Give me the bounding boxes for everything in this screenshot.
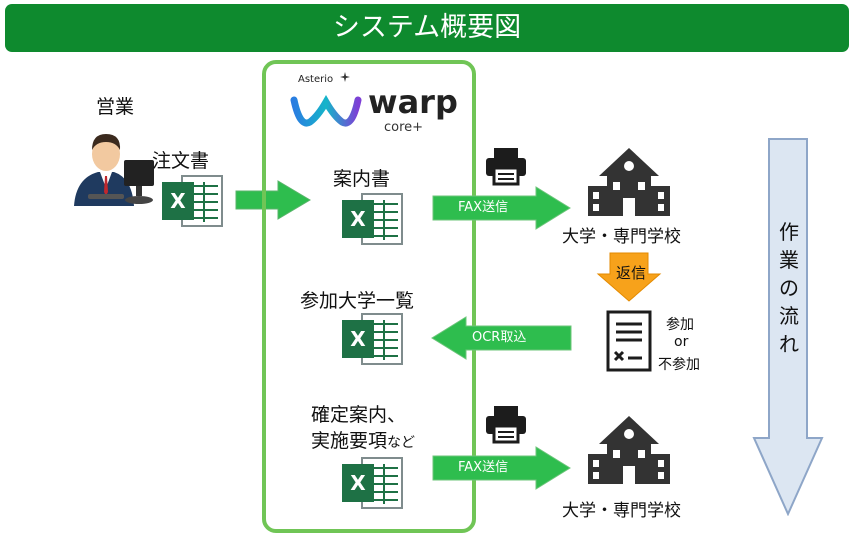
svg-text:X: X bbox=[170, 189, 186, 213]
fax-send-label: FAX送信 bbox=[458, 460, 509, 475]
ocr-import-label: OCR取込 bbox=[472, 330, 527, 345]
order-sheet-label: 注文書 bbox=[152, 150, 210, 172]
excel-file-icon: X bbox=[340, 312, 404, 366]
implementation-text: 実施要項 bbox=[311, 430, 388, 452]
school-icon bbox=[588, 148, 670, 216]
printer-icon bbox=[486, 406, 526, 444]
fax-send-label: FAX送信 bbox=[458, 200, 509, 215]
confirmed-guide-label: 確定案内、 bbox=[311, 404, 407, 426]
school-icon bbox=[588, 416, 670, 484]
form-option-join: 参加 bbox=[666, 317, 694, 333]
excel-file-icon: X bbox=[160, 174, 224, 228]
printer-icon bbox=[486, 148, 526, 186]
excel-file-icon: X bbox=[340, 192, 404, 246]
fax-arrow bbox=[432, 446, 571, 490]
salesperson-icon bbox=[74, 134, 154, 206]
sales-label: 営業 bbox=[96, 96, 135, 118]
school-label: 大学・専門学校 bbox=[562, 501, 681, 521]
warp-core-box bbox=[262, 60, 476, 533]
svg-text:X: X bbox=[350, 207, 366, 231]
svg-text:X: X bbox=[350, 327, 366, 351]
workflow-arrow bbox=[752, 138, 824, 516]
warp-logo-icon bbox=[290, 94, 362, 127]
workflow-char: の bbox=[779, 276, 799, 300]
ocr-arrow bbox=[431, 316, 572, 360]
form-option-or: or bbox=[674, 334, 689, 350]
brand-core: core+ bbox=[384, 120, 424, 135]
svg-text:X: X bbox=[350, 471, 366, 495]
workflow-char: 流 bbox=[779, 304, 799, 328]
brand-warp: warp bbox=[368, 83, 458, 121]
guide-doc-label: 案内書 bbox=[333, 168, 391, 190]
implementation-label: 実施要項など bbox=[311, 426, 415, 453]
reply-arrow bbox=[596, 252, 662, 302]
reply-form-icon bbox=[606, 310, 652, 372]
workflow-char: れ bbox=[779, 332, 799, 356]
fax-arrow bbox=[432, 186, 571, 230]
excel-file-icon: X bbox=[340, 456, 404, 510]
participants-list-label: 参加大学一覧 bbox=[300, 290, 415, 312]
page-title: システム概要図 bbox=[332, 12, 522, 43]
sparkle-icon bbox=[340, 72, 350, 82]
order-arrow bbox=[235, 180, 311, 220]
reply-label: 返信 bbox=[616, 264, 647, 282]
brand-asterio: Asterio bbox=[298, 74, 334, 85]
school-label: 大学・専門学校 bbox=[562, 227, 681, 247]
workflow-label: 作 業 の 流 れ bbox=[776, 218, 802, 358]
workflow-char: 業 bbox=[779, 248, 799, 272]
workflow-char: 作 bbox=[779, 220, 799, 244]
etc-suffix: など bbox=[387, 435, 416, 451]
title-bar: システム概要図 bbox=[5, 4, 849, 52]
form-option-decline: 不参加 bbox=[658, 357, 700, 373]
